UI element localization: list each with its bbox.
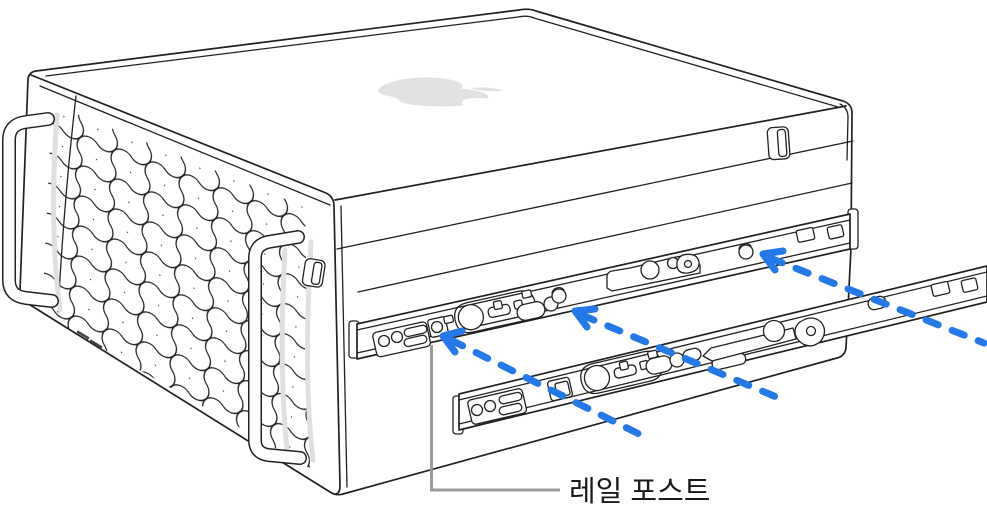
rail-post-pin-front <box>551 287 567 304</box>
front-handle-left <box>2 112 59 308</box>
rail-inner-top-line <box>458 271 987 401</box>
rail-slot-2 <box>826 224 845 240</box>
arrow-front <box>439 327 655 444</box>
apple-logo <box>378 77 504 107</box>
rail-post-pin-rear <box>738 243 754 260</box>
rail-slot-2 <box>960 277 979 293</box>
detached-rail <box>452 265 987 435</box>
apple-logo-body <box>378 77 489 107</box>
rail-post <box>427 314 455 338</box>
front-bezel-inner-top <box>39 85 331 206</box>
front-top-edge <box>30 74 341 495</box>
arrow-middle <box>571 305 785 403</box>
side-lid-seam <box>336 140 854 250</box>
side-channel-seam <box>357 182 853 293</box>
front-hole-grid <box>42 104 310 468</box>
callout-leader-line <box>430 345 560 492</box>
arrow-rear <box>759 247 987 347</box>
rail-latch-mechanism-flat <box>606 253 701 292</box>
rail-lock-orange <box>580 349 663 395</box>
attached-rail <box>348 208 859 360</box>
side-top-edge <box>334 105 847 201</box>
rail-mount-plate <box>372 321 432 358</box>
side-latch <box>766 126 791 161</box>
front-latch <box>301 258 326 288</box>
top-lid-inner-line <box>45 15 839 108</box>
handle-fill <box>249 231 306 464</box>
rail-mount-plate <box>467 388 528 425</box>
rail-latch-mechanism-raised <box>702 317 826 371</box>
rear-edge-inner-line <box>839 103 849 161</box>
handle-fill <box>3 113 58 307</box>
callout-label: 레일 포스트 <box>569 476 710 508</box>
rail-inner-top-line <box>356 219 851 331</box>
install-direction-arrows <box>439 247 987 444</box>
front-handle-right <box>248 230 307 465</box>
front-bezel-ticks <box>76 330 103 349</box>
side-inner-front-line <box>340 205 348 488</box>
front-highlight-left <box>51 112 63 313</box>
callout: 레일 포스트 <box>430 345 710 508</box>
rail-slot-1 <box>930 280 951 297</box>
front-highlight-mid <box>279 247 290 453</box>
rail-slot-1 <box>795 226 816 243</box>
apple-logo-leaf <box>470 87 504 92</box>
